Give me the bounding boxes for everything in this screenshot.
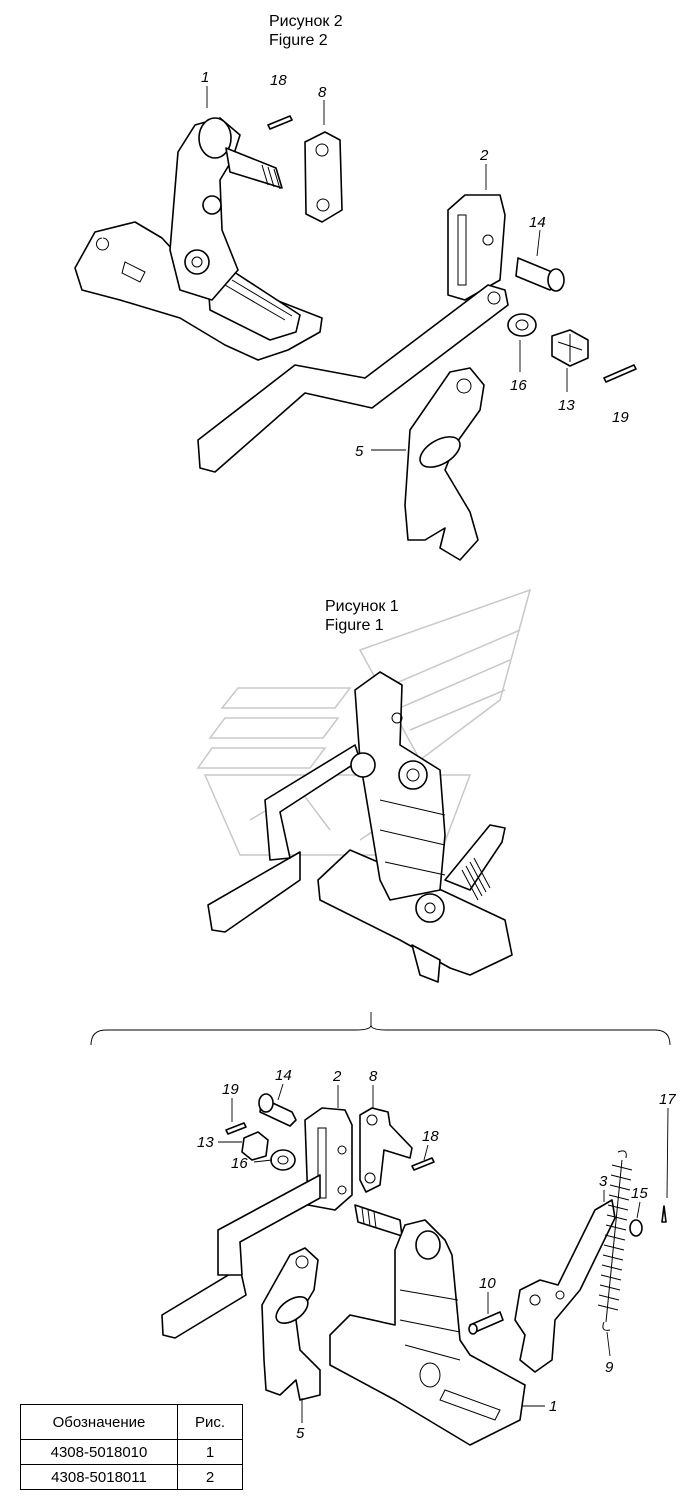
fig1-lever bbox=[207, 851, 301, 933]
exp-part-8 bbox=[359, 1107, 413, 1193]
callout-15: 15 bbox=[631, 1185, 648, 1202]
exp-part-15 bbox=[629, 1219, 643, 1237]
callout-13: 13 bbox=[558, 397, 575, 414]
leader-lines bbox=[206, 86, 669, 1423]
exp-part-1 bbox=[329, 1219, 526, 1446]
cell-designation: 4308-5018011 bbox=[20, 1464, 178, 1490]
fig2-axle bbox=[225, 147, 283, 189]
callout-18: 18 bbox=[422, 1128, 439, 1145]
fig2-part-8 bbox=[304, 131, 343, 223]
callouts-exploded: 19 14 2 8 18 13 16 3 15 17 10 9 5 1 bbox=[197, 1067, 676, 1442]
header-figure: Рис. bbox=[177, 1404, 243, 1440]
fig2-part-2 bbox=[447, 194, 506, 301]
fig2-lever bbox=[197, 284, 509, 473]
figure2-title-ru: Рисунок 2 bbox=[269, 13, 343, 30]
table-header-row: Обозначение Рис. bbox=[20, 1404, 243, 1440]
callout-19: 19 bbox=[612, 409, 629, 426]
cell-figure: 2 bbox=[177, 1464, 243, 1490]
callout-10: 10 bbox=[479, 1275, 496, 1292]
callout-14: 14 bbox=[275, 1067, 292, 1084]
designation-table: Обозначение Рис. 4308-5018010 1 4308-501… bbox=[20, 1404, 243, 1490]
callout-1: 1 bbox=[549, 1398, 557, 1415]
figure1-drawing bbox=[207, 671, 513, 983]
table-row: 4308-5018011 2 bbox=[20, 1464, 243, 1490]
callout-16: 16 bbox=[231, 1155, 248, 1172]
cell-figure: 1 bbox=[177, 1439, 243, 1465]
exp-part-19 bbox=[225, 1122, 247, 1135]
figure1-title-en: Figure 1 bbox=[325, 617, 384, 634]
callout-8: 8 bbox=[318, 84, 327, 101]
figure1-title: Рисунок 1 Figure 1 bbox=[325, 597, 399, 635]
callout-8: 8 bbox=[369, 1068, 378, 1085]
fig2-part-16 bbox=[507, 313, 537, 337]
exp-lever bbox=[161, 1267, 247, 1339]
header-designation: Обозначение bbox=[20, 1404, 178, 1440]
fig2-part-18 bbox=[267, 115, 293, 130]
exp-part-5 bbox=[261, 1247, 321, 1401]
cell-designation: 4308-5018010 bbox=[20, 1439, 178, 1465]
figure2-title: Рисунок 2 Figure 2 bbox=[269, 12, 343, 50]
fig1-bracket bbox=[354, 671, 446, 901]
fig2-part-19 bbox=[603, 364, 637, 383]
callout-17: 17 bbox=[659, 1091, 676, 1108]
exploded-bracket bbox=[90, 1012, 671, 1046]
figure2-title-en: Figure 2 bbox=[269, 32, 328, 49]
callout-2: 2 bbox=[332, 1068, 342, 1085]
callout-14: 14 bbox=[529, 214, 546, 231]
table-row: 4308-5018010 1 bbox=[20, 1439, 243, 1465]
exp-part-9 bbox=[597, 1150, 633, 1331]
exploded-drawing bbox=[161, 1093, 667, 1446]
callout-9: 9 bbox=[605, 1359, 614, 1376]
callout-1: 1 bbox=[201, 69, 209, 86]
callout-18: 18 bbox=[270, 72, 287, 89]
exp-part-18 bbox=[411, 1157, 435, 1171]
exp-part-17 bbox=[661, 1205, 667, 1223]
exp-part-3 bbox=[514, 1199, 616, 1373]
callout-5: 5 bbox=[296, 1425, 305, 1442]
callout-3: 3 bbox=[599, 1173, 608, 1190]
callout-2: 2 bbox=[479, 147, 489, 164]
figure2-drawing bbox=[74, 115, 637, 561]
callouts-figure2: 1 18 8 2 14 16 13 19 5 bbox=[201, 69, 629, 460]
exp-part-13 bbox=[241, 1131, 269, 1161]
fig1-spring-lever bbox=[444, 824, 506, 891]
callout-19: 19 bbox=[222, 1081, 239, 1098]
figure1-title-ru: Рисунок 1 bbox=[325, 598, 399, 615]
callout-5: 5 bbox=[355, 443, 364, 460]
callout-16: 16 bbox=[510, 377, 527, 394]
callout-13: 13 bbox=[197, 1134, 214, 1151]
exp-part-16 bbox=[270, 1149, 296, 1171]
